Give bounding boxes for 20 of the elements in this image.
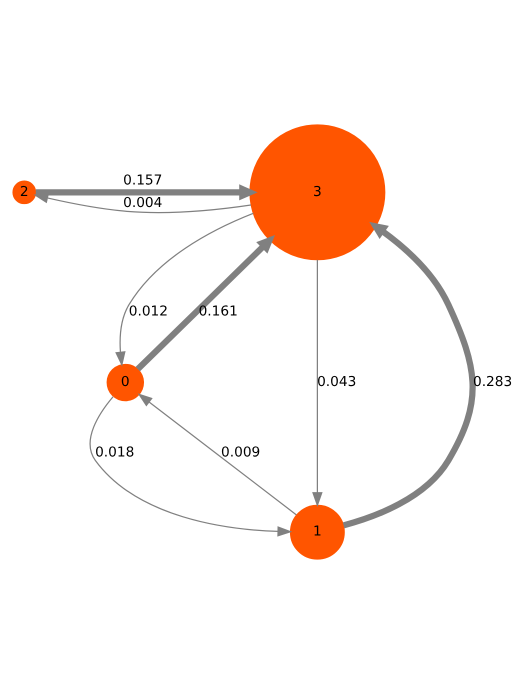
edge-label: 0.283	[472, 374, 512, 390]
edge-label: 0.009	[221, 444, 260, 460]
node-circle: 3	[249, 124, 386, 260]
node-circle: 2	[12, 180, 36, 204]
node-circle: 1	[290, 504, 345, 560]
arrow	[136, 234, 275, 371]
arrow	[342, 221, 476, 528]
arrow	[115, 212, 254, 366]
node-circle: 0	[106, 363, 144, 401]
edge-label: 0.018	[95, 444, 134, 460]
arrow	[90, 396, 292, 536]
edge-label: 0.004	[123, 194, 162, 211]
edge-label: 0.157	[123, 172, 162, 188]
arrow	[33, 192, 252, 213]
arrow	[36, 184, 258, 200]
arrow	[138, 392, 297, 515]
edge-label: 0.043	[317, 374, 356, 390]
edge-label: 0.161	[198, 303, 238, 320]
arrow	[312, 259, 323, 507]
edge-label: 0.012	[128, 303, 168, 320]
